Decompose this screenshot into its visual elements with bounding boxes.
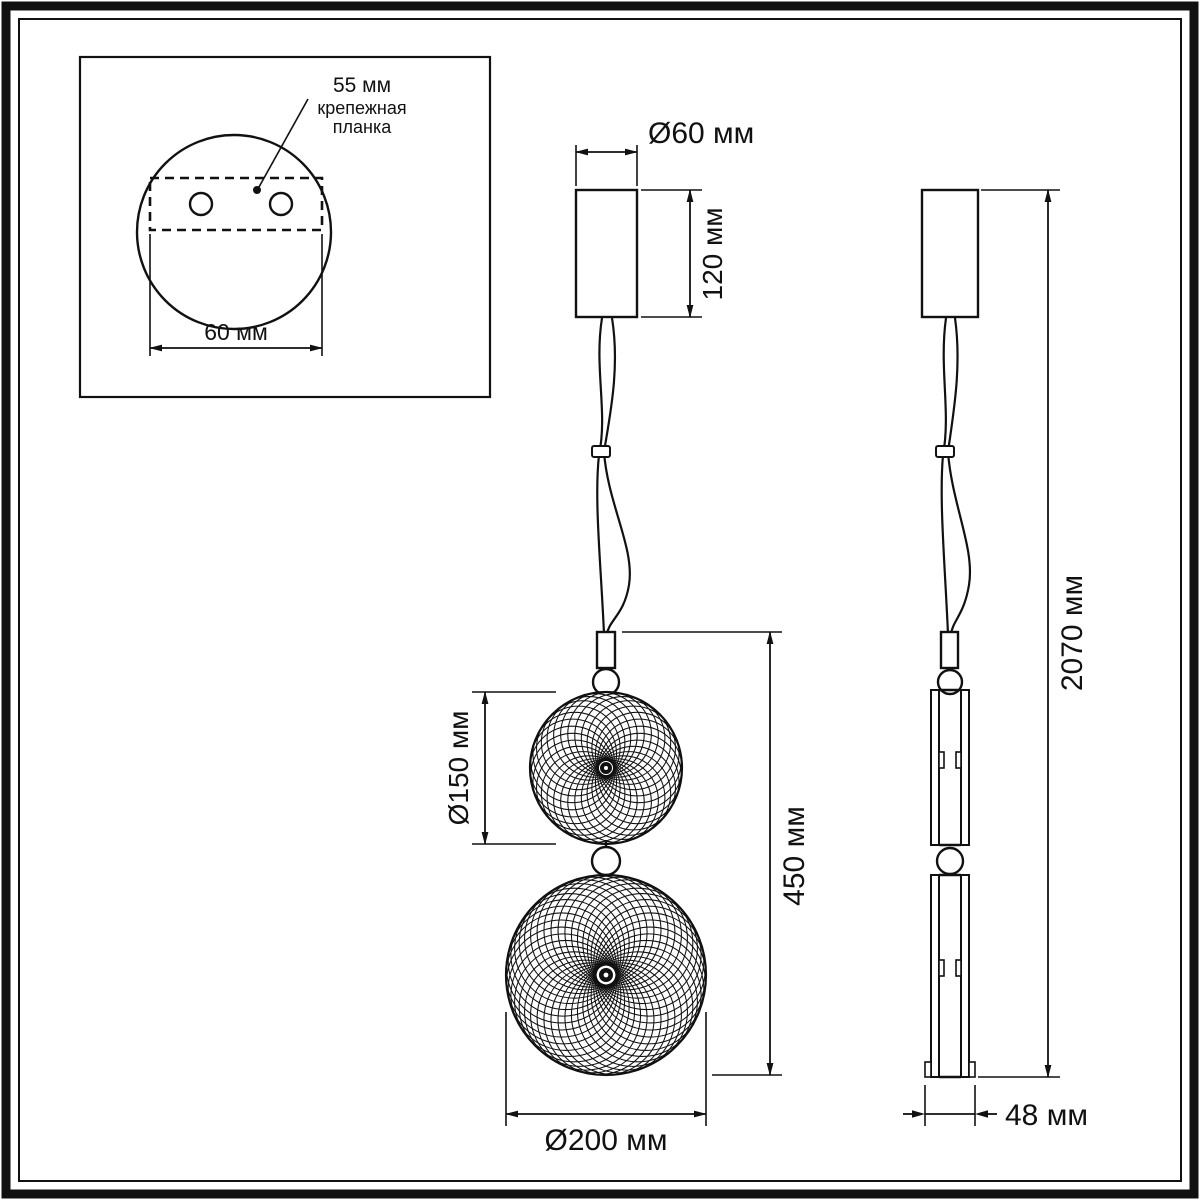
disc-side-plate bbox=[930, 689, 940, 846]
cord-strand bbox=[596, 317, 606, 635]
upper-disc-side bbox=[930, 688, 970, 847]
leader-dot bbox=[253, 186, 261, 194]
upper-disc-hub-dot bbox=[604, 766, 608, 770]
ball-joint-middle-front bbox=[590, 845, 622, 877]
socket-cylinder-front bbox=[595, 630, 617, 670]
canopy-height-label: 120 мм bbox=[697, 208, 728, 301]
disc-side-plate bbox=[960, 874, 970, 1078]
inset-box bbox=[78, 55, 492, 399]
mounting-hole-right bbox=[268, 191, 294, 217]
mounting-bracket-dashed bbox=[148, 176, 324, 232]
front-view: Ø60 мм 120 мм Ø150 мм bbox=[443, 117, 811, 1157]
disc-side-flange bbox=[924, 1061, 932, 1078]
dim-arrow bbox=[975, 1110, 988, 1118]
leader-line bbox=[258, 98, 309, 188]
hole-spacing-label: 55 мм bbox=[333, 74, 391, 97]
canopy-top-view-circle bbox=[135, 133, 333, 331]
bracket-label-line1: крепежная bbox=[317, 98, 406, 118]
side-view: 2070 мм 48 мм bbox=[903, 188, 1089, 1132]
ball-joint-top-side bbox=[936, 668, 964, 696]
disc-side-flange bbox=[968, 1061, 976, 1078]
lower-disc-hub-dot bbox=[603, 972, 609, 978]
canopy-side bbox=[920, 188, 980, 319]
mounting-hole-left bbox=[188, 191, 214, 217]
disc-side-tab bbox=[955, 959, 962, 977]
dim-arrow bbox=[912, 1110, 925, 1118]
canopy-front bbox=[574, 188, 639, 319]
plate-width-label: 60 мм bbox=[204, 319, 268, 345]
disc-side-tab bbox=[938, 751, 945, 769]
inner-frame bbox=[18, 18, 1182, 1182]
cord-grip bbox=[591, 445, 611, 458]
mounting-plate-inset: 55 мм крепежная планка 60 мм bbox=[78, 55, 492, 399]
cord-strand bbox=[946, 317, 972, 635]
body-height-label: 450 мм bbox=[778, 806, 811, 906]
depth-label: 48 мм bbox=[1005, 1099, 1088, 1132]
upper-disc-diameter-label: Ø150 мм bbox=[443, 711, 474, 826]
socket-cylinder-side bbox=[939, 630, 960, 670]
cord-strand bbox=[602, 317, 631, 635]
lower-disc-side bbox=[924, 873, 976, 1079]
lower-disc-pattern bbox=[505, 874, 707, 1076]
lower-disc-diameter-label: Ø200 мм bbox=[545, 1124, 668, 1157]
canopy-diameter-label: Ø60 мм bbox=[648, 117, 754, 150]
total-length-label: 2070 мм bbox=[1056, 575, 1089, 691]
disc-side-plate bbox=[930, 874, 940, 1078]
ball-joint-middle-side bbox=[935, 846, 965, 876]
cord-strand bbox=[940, 317, 950, 635]
disc-side-plate bbox=[960, 689, 970, 846]
cord-grip bbox=[935, 445, 955, 458]
disc-side-tab bbox=[955, 751, 962, 769]
bracket-label-line2: планка bbox=[333, 117, 392, 137]
disc-side-tab bbox=[938, 959, 945, 977]
upper-disc-pattern bbox=[529, 691, 683, 845]
